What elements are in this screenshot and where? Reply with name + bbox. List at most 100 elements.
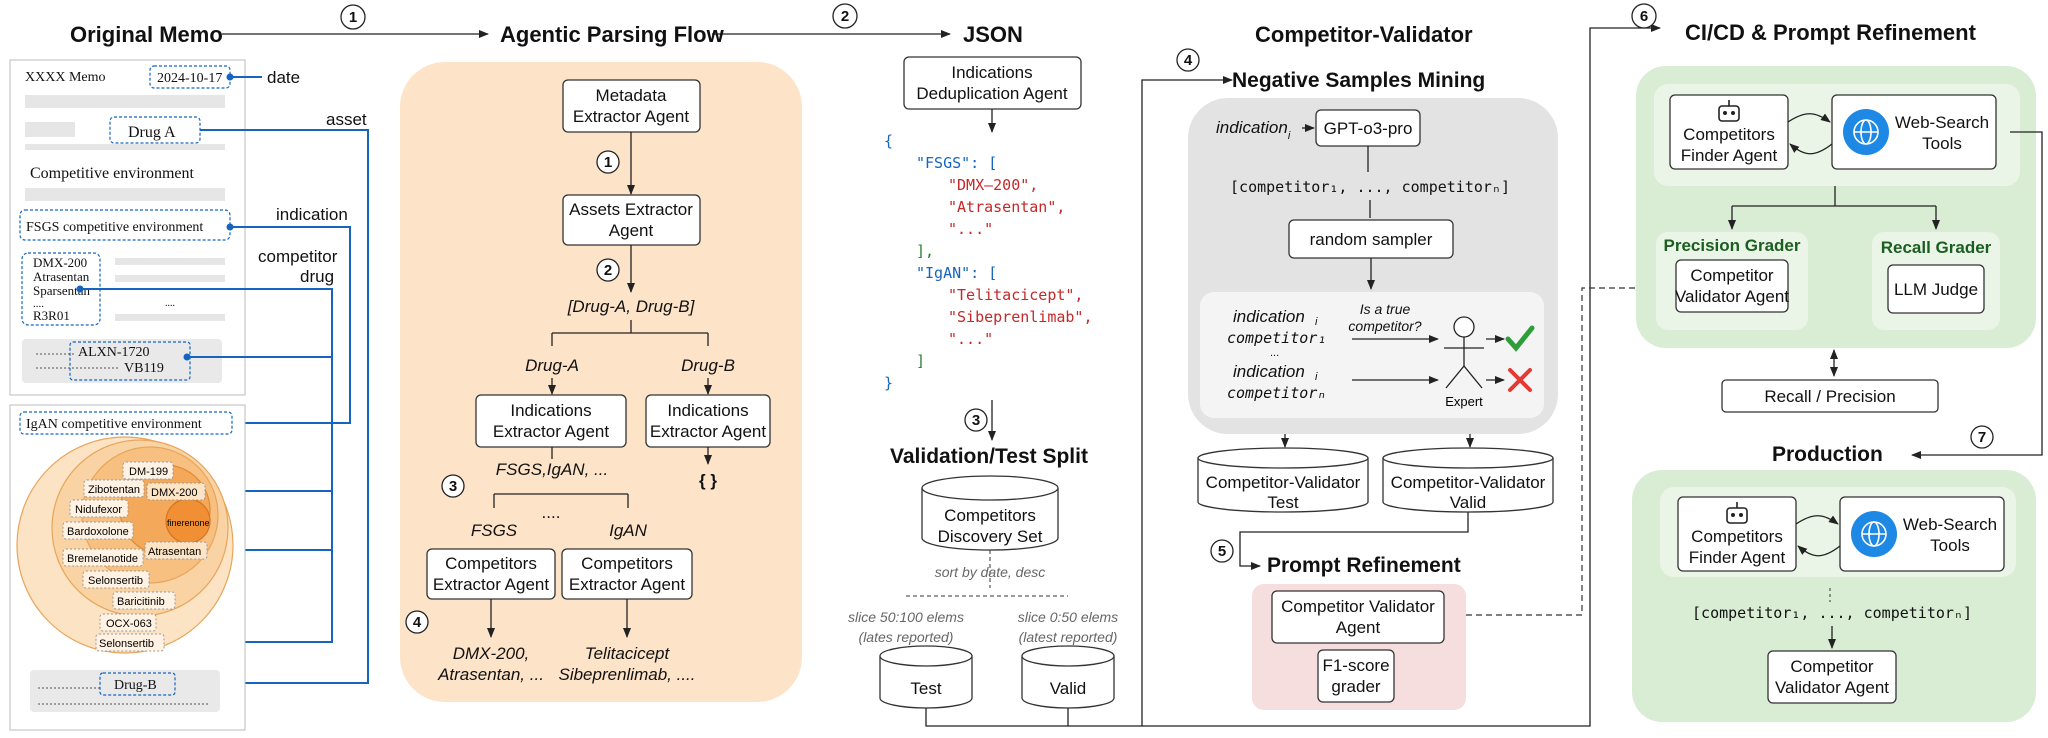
gpt-label: GPT-o3-pro bbox=[1324, 119, 1413, 138]
step-circle bbox=[1970, 425, 1994, 449]
json-code-line: "..." bbox=[948, 220, 993, 238]
valid-db: Valid bbox=[1021, 645, 1115, 709]
memo-drug-item: R3R01 bbox=[33, 308, 70, 323]
asset-label: asset bbox=[326, 110, 367, 129]
parsing-panel bbox=[400, 62, 802, 702]
json-title: JSON bbox=[963, 22, 1023, 47]
recall-precision-label: Recall / Precision bbox=[1764, 387, 1895, 406]
json-section: JSON Indications Deduplication Agent {"F… bbox=[848, 22, 1661, 727]
step-circle bbox=[441, 474, 465, 498]
validator-agent-box bbox=[1675, 259, 1789, 313]
json-code-line: "IgAN": [ bbox=[916, 264, 997, 282]
cicd-title: CI/CD & Prompt Refinement bbox=[1685, 20, 1977, 45]
drug-b-label: Drug-B bbox=[681, 356, 735, 375]
agentic-parsing-section: Agentic Parsing Flow Metadata Extractor … bbox=[400, 22, 802, 702]
memo-placeholder-line bbox=[25, 122, 75, 137]
expert-icon bbox=[1444, 316, 1484, 389]
box-label: Extractor Agent bbox=[569, 575, 686, 594]
arrow bbox=[1789, 143, 1833, 155]
original-memo-title: Original Memo bbox=[70, 22, 223, 47]
circle-drug-label: Bremelanotide bbox=[67, 553, 138, 565]
original-memo-section: Original Memo XXXX Memo 2024-10-17 date … bbox=[9, 22, 369, 731]
box-label: Extractor Agent bbox=[433, 575, 550, 594]
circle-drug-label: Baricitinib bbox=[117, 596, 165, 608]
box-label: Finder Agent bbox=[1689, 548, 1786, 567]
competitor-drug-label-2: drug bbox=[300, 267, 334, 286]
step-number: 3 bbox=[972, 412, 980, 429]
memo-igan-env: IgAN competitive environment bbox=[26, 417, 202, 432]
recall-precision-box bbox=[1721, 379, 1939, 413]
memo-igan-box bbox=[19, 411, 233, 435]
test-label: Test bbox=[910, 679, 941, 698]
slice-label: (latest reported) bbox=[1019, 629, 1118, 645]
robot-icon bbox=[1718, 100, 1740, 122]
memo-alxn-box bbox=[69, 341, 191, 381]
json-code-line: { bbox=[884, 132, 893, 150]
circle-drug-label: finerenone bbox=[167, 518, 210, 528]
step-circle bbox=[596, 150, 620, 174]
f1-score-grader bbox=[1317, 649, 1395, 703]
result-text: Sibeprenlimab, .... bbox=[558, 665, 695, 684]
negative-mining-title: Negative Samples Mining bbox=[1232, 69, 1485, 92]
validator-valid-db: Competitor-Validator Valid bbox=[1382, 447, 1554, 513]
discovery-set-db: Competitors Discovery Set bbox=[921, 475, 1059, 551]
box-label: Indications bbox=[510, 401, 591, 420]
box-label: grader bbox=[1331, 677, 1380, 696]
check-icon bbox=[1505, 325, 1535, 352]
box-label: Competitor Validator bbox=[1281, 597, 1435, 616]
memo-placeholder-line bbox=[115, 258, 225, 265]
step-circle bbox=[1210, 539, 1234, 563]
circle-drug-label: Nidufexor bbox=[75, 504, 122, 516]
prod-validator-agent bbox=[1767, 650, 1897, 704]
memo-grey-block bbox=[22, 339, 222, 383]
cross-icon bbox=[1508, 368, 1532, 392]
box-label: Competitors bbox=[581, 554, 673, 573]
validator-test-db: Competitor-Validator Test bbox=[1197, 447, 1369, 513]
box-label: Competitors bbox=[1683, 125, 1775, 144]
step-number: 3 bbox=[449, 478, 457, 495]
globe-icon bbox=[1851, 511, 1897, 557]
memo-placeholder-line bbox=[25, 144, 225, 150]
expert-label: Expert bbox=[1445, 394, 1483, 409]
step-number: 4 bbox=[413, 614, 422, 631]
pair-sub: i bbox=[1315, 371, 1318, 383]
question-label: Is a true bbox=[1360, 301, 1411, 317]
competitor-drug-label-1: competitor bbox=[258, 247, 338, 266]
to-cicd-connector bbox=[925, 24, 1661, 727]
sort-label: sort by date, desc bbox=[935, 564, 1046, 580]
step-circle bbox=[596, 258, 620, 282]
box-label: Competitors bbox=[1691, 527, 1783, 546]
memo-drug-b-box bbox=[99, 672, 176, 696]
memo-header: XXXX Memo bbox=[25, 70, 106, 85]
indications-extractor-agent-a bbox=[475, 394, 627, 448]
box-label: Indications bbox=[951, 63, 1032, 82]
step-1-circle bbox=[340, 4, 366, 30]
competitor-validator-section: Competitor-Validator 4 Negative Samples … bbox=[1176, 22, 1673, 710]
pair-label: competitorₙ bbox=[1227, 384, 1326, 402]
box-label: Competitor bbox=[1790, 657, 1873, 676]
circle-drug-label: OCX-063 bbox=[106, 618, 152, 630]
circle-drug-label: Selonsertib bbox=[88, 575, 143, 587]
step-number: 1 bbox=[604, 154, 612, 171]
circle-drug-label: DM-199 bbox=[129, 466, 168, 478]
box-label: Metadata bbox=[596, 86, 667, 105]
pair-sub: i bbox=[1315, 316, 1318, 328]
memo-alxn: ALXN-1720 bbox=[78, 345, 150, 360]
slice-label: slice 0:50 elems bbox=[1018, 609, 1118, 625]
asset-connector bbox=[171, 129, 369, 687]
json-code-line: ], bbox=[916, 242, 934, 260]
box-label: Extractor Agent bbox=[650, 422, 767, 441]
box-label: Competitor bbox=[1690, 266, 1773, 285]
validation-split-title: Validation/Test Split bbox=[890, 445, 1088, 468]
json-code-line: "Telitacicept", bbox=[948, 286, 1083, 304]
step-number: 7 bbox=[1978, 429, 1986, 446]
circle-drug-labels: DM-199 Zibotentan DMX-200 finerenone Nid… bbox=[62, 461, 210, 652]
to-production-connector bbox=[1911, 131, 2043, 459]
db-label: Discovery Set bbox=[938, 527, 1043, 546]
slice-label: slice 50:100 elems bbox=[848, 609, 964, 625]
box-label: F1-score bbox=[1322, 656, 1389, 675]
circle-drug-label: Atrasentan bbox=[148, 546, 201, 558]
box-label: Validator Agent bbox=[1675, 287, 1789, 306]
box-label: Agent bbox=[1336, 618, 1381, 637]
db-label: Competitor-Validator bbox=[1206, 473, 1361, 492]
